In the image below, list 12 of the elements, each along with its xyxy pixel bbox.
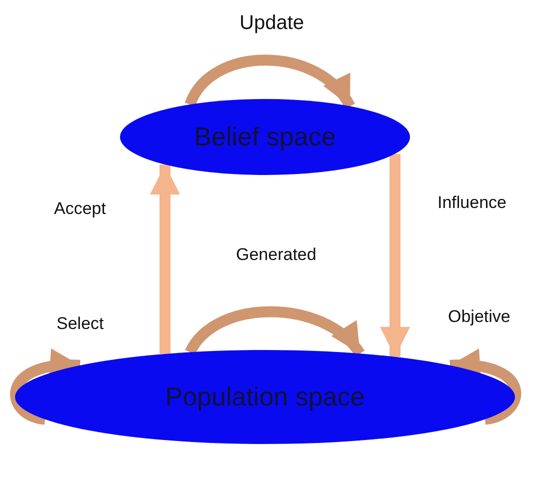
- edge-label: Select: [56, 314, 104, 334]
- arrow: [10, 350, 80, 425]
- edge-label: Influence: [438, 193, 506, 213]
- edge-label: Generated: [236, 245, 316, 265]
- arrow: [150, 164, 180, 354]
- node-label: Population space: [165, 382, 365, 412]
- arrow: [450, 350, 522, 425]
- edge-label: Update: [240, 12, 304, 35]
- arrow: [380, 154, 410, 357]
- edge-label: Accept: [54, 199, 106, 219]
- edge-label: Objetive: [448, 307, 510, 327]
- node-label: Belief space: [194, 122, 336, 152]
